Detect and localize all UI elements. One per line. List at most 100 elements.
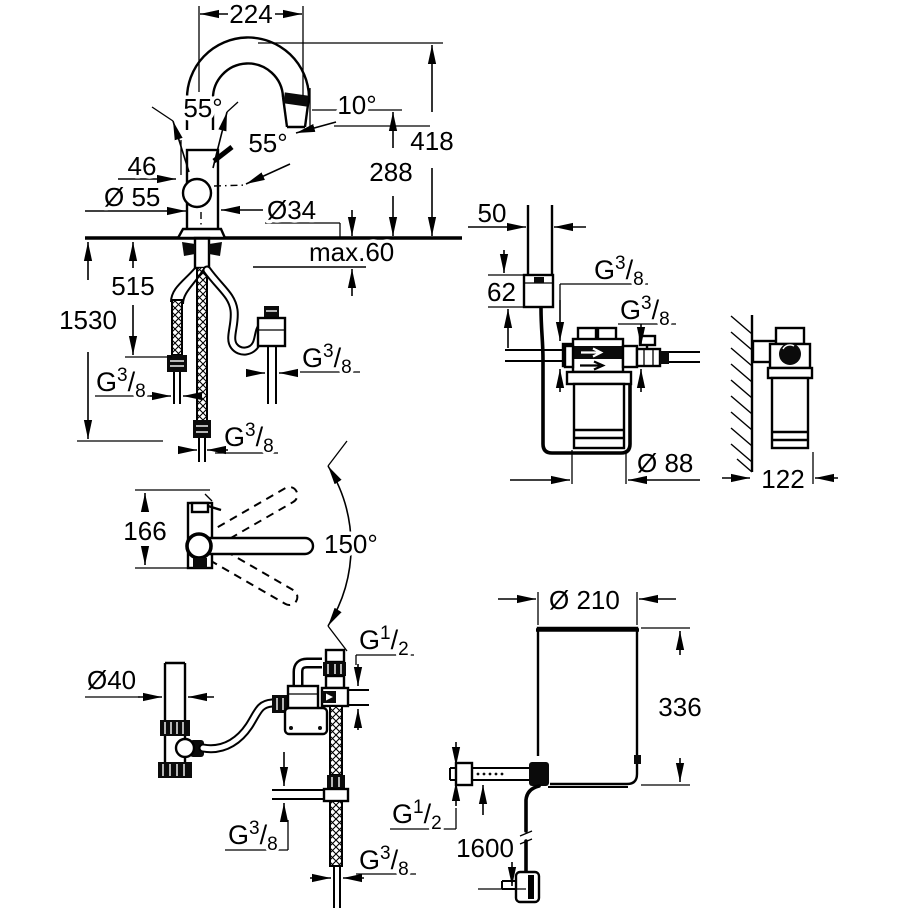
dim-166-label: 166 (123, 516, 166, 546)
power-plug (514, 870, 541, 904)
braided-hose (272, 705, 350, 908)
filter-head (561, 326, 639, 374)
g38-text-7: G3/8 (359, 843, 409, 880)
angle-55-swing: 55° (151, 90, 239, 175)
g38-text-5: G3/8 (620, 293, 670, 330)
dim-1600-label: 1600 (456, 833, 514, 863)
solenoid-valve (283, 648, 369, 736)
label-g38-faucet-left: G3/8 (93, 362, 202, 405)
filter-side-view: 122 (722, 315, 838, 498)
lever (212, 145, 234, 163)
g12-text-1: G1/2 (359, 623, 409, 660)
check-valve (256, 316, 287, 348)
dim-336-label: 336 (658, 692, 701, 722)
inlet-pipe (449, 761, 549, 787)
swivel-position-up (200, 486, 299, 550)
base-flange (175, 227, 227, 240)
handle-circle (181, 177, 213, 209)
swivel-arc: 150° (321, 440, 381, 652)
dim-46: 46 (118, 148, 176, 185)
dim-d34-label: Ø34 (267, 195, 316, 225)
angle-150-label: 150° (324, 529, 378, 559)
aerator-band (283, 92, 309, 107)
g12-text-2: G1/2 (392, 797, 442, 834)
angle-55-lever: 55° (213, 125, 291, 187)
swivel-position-down (200, 542, 299, 606)
label-g38-filter-outlet: G3/8 (617, 290, 676, 392)
faucet-front-view: 224 418 288 max.60 10° (56, 0, 462, 462)
filter-unit-front: 50 62 (468, 195, 700, 485)
flow-arrow-icon (581, 347, 604, 358)
boiler-tank (536, 626, 641, 788)
filter-knob (779, 343, 801, 365)
faucet-top-view: 166 150° (120, 440, 381, 652)
g38-text-4: G3/8 (594, 253, 644, 290)
dim-1530: 1530 (56, 242, 163, 442)
dim-62-label: 62 (487, 277, 516, 307)
filter-cable (539, 306, 632, 455)
dim-288-label: 288 (369, 157, 412, 187)
shutoff-valve (635, 334, 700, 368)
dim-122: 122 (722, 452, 838, 498)
dim-d88-label: Ø 88 (637, 448, 693, 478)
dim-d88: Ø 88 (510, 445, 700, 485)
label-g38-filter-inlet: G3/8 (555, 250, 648, 392)
g38-text-2: G3/8 (302, 341, 352, 378)
dim-122-label: 122 (761, 464, 804, 494)
dim-224: 224 (198, 0, 304, 96)
boiler-figure: Ø 210 336 (389, 582, 705, 904)
mounting-nut-left (182, 242, 195, 256)
hose-connector-bottom (193, 420, 211, 438)
dim-max60-label: max.60 (309, 237, 394, 267)
label-g12-boiler: G1/2 (389, 742, 461, 837)
dim-50: 50 (468, 195, 586, 232)
dim-d34: Ø34 (221, 192, 341, 237)
angle-55-lever-label: 55° (248, 128, 287, 158)
dim-d55: Ø 55 (85, 179, 186, 216)
dim-1600: 1600 (453, 785, 526, 890)
dim-224-label: 224 (229, 0, 272, 29)
label-g38-valve-left: G3/8 (225, 752, 289, 858)
label-g12-valve: G1/2 (353, 620, 414, 730)
wall-hatch (730, 315, 753, 473)
dim-288: 288 (312, 109, 416, 236)
dim-46-label: 46 (128, 151, 157, 181)
dim-418-label: 418 (410, 126, 453, 156)
g38-text-3: G3/8 (224, 420, 274, 457)
dim-62: 62 (484, 250, 524, 348)
power-cable (501, 784, 541, 904)
label-g38-faucet-bottom: G3/8 (178, 417, 278, 460)
spout-pivot (185, 532, 213, 560)
check-valve-nipple (264, 306, 279, 319)
dim-max60: max.60 (306, 210, 398, 296)
dim-d210: Ø 210 (498, 582, 676, 625)
g38-text-6: G3/8 (228, 818, 278, 855)
dim-50-label: 50 (478, 198, 507, 228)
braided-hose-center (198, 268, 206, 420)
braided-hose-left (171, 299, 183, 356)
mounting-plate (283, 706, 329, 736)
dim-1530-label: 1530 (59, 305, 117, 335)
dim-336: 336 (641, 627, 705, 786)
dim-515-label: 515 (111, 271, 154, 301)
dim-166: 166 (120, 493, 170, 565)
dim-d40-label: Ø40 (87, 665, 136, 695)
angle-10-label: 10° (337, 90, 376, 120)
pipe-nut (454, 761, 474, 787)
dim-d210-label: Ø 210 (549, 585, 620, 615)
pipe-elbow (529, 762, 549, 786)
dim-418: 418 (258, 42, 457, 236)
drain-connector (158, 661, 204, 778)
dim-d40: Ø40 (84, 662, 214, 702)
mounting-nut-right (209, 242, 222, 256)
spout-arc (185, 36, 311, 130)
angle-10: 10° (295, 87, 430, 134)
top-view-lever (207, 504, 222, 512)
dim-515: 515 (108, 242, 172, 358)
valve-assembly: Ø40 G1 (84, 620, 416, 908)
label-g38-faucet-right: G3/8 (246, 338, 360, 381)
filter-cartridge (565, 370, 633, 450)
g38-text-1: G3/8 (96, 365, 146, 402)
